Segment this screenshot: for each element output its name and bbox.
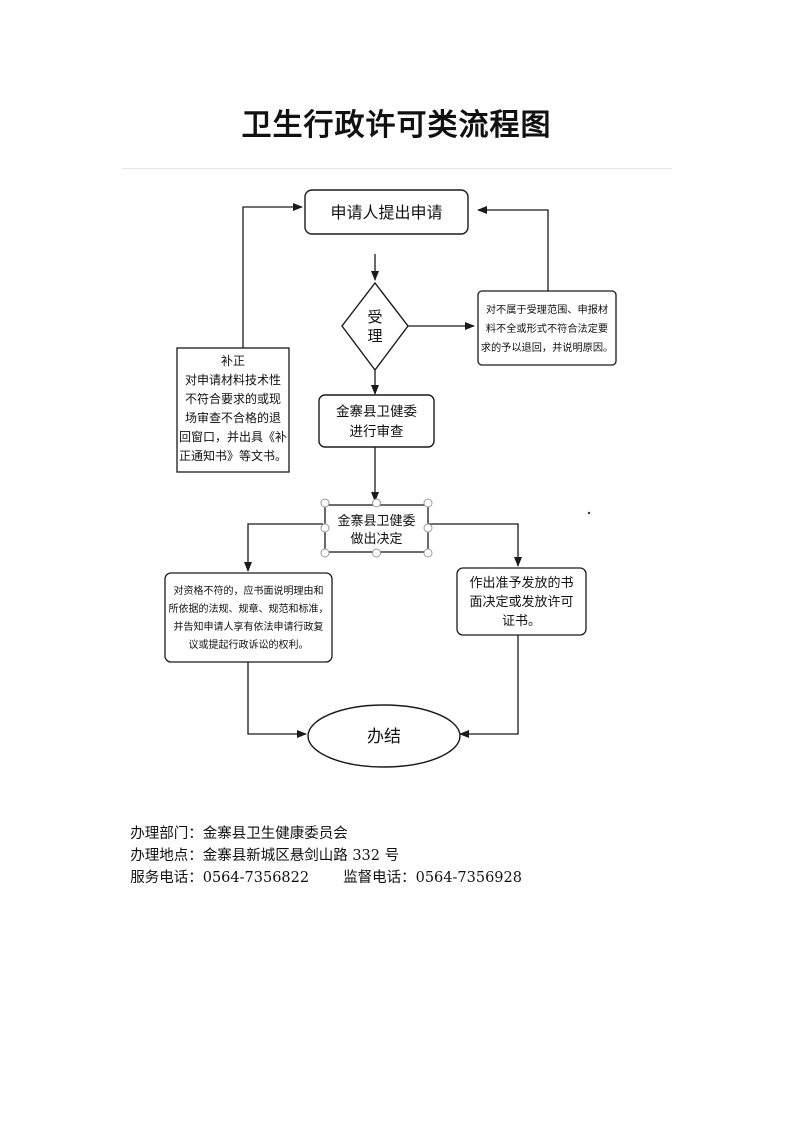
footer-dept-label: 办理部门：: [130, 826, 203, 842]
node-deny: [164, 572, 333, 663]
title-divider: [122, 168, 672, 169]
connector-reject-to-apply: [477, 206, 549, 291]
node-correction: [176, 347, 290, 473]
footer-supervise-label: 监督电话：: [343, 870, 416, 886]
node-apply: [304, 189, 469, 235]
connector-decision-to-deny: [244, 523, 323, 572]
node-review: [318, 394, 435, 448]
footer-dept: 办理部门：金寨县卫生健康委员会: [121, 801, 348, 842]
footer-service-label: 服务电话：: [130, 870, 203, 886]
node-apply-label: 申请人提出申请: [330, 203, 442, 222]
footer-service-value: 0564-7356822: [202, 870, 310, 886]
footer-dept-value: 金寨县卫生健康委员会: [202, 826, 348, 842]
node-deny-line-1: 对资格不符的，应书面说明理由和: [174, 584, 324, 597]
node-grant-line-1: 作出准予发放的书: [469, 575, 573, 591]
node-accept: [341, 281, 409, 372]
footer-address: 办理地点：金寨县新城区悬剑山路 332 号: [121, 823, 399, 864]
footer-phones: 服务电话：0564-7356822 监督电话：0564-7356928: [121, 845, 522, 886]
page-title: 卫生行政许可类流程图: [241, 108, 552, 143]
node-correction-line-4: 场审查不合格的退: [185, 410, 281, 425]
connector-deny-to-done: [247, 662, 307, 738]
node-reject-line-1: 对不属于受理范围、申报材: [486, 303, 608, 316]
selection-handle: [372, 548, 381, 558]
selection-handle: [372, 498, 381, 508]
node-correction-line-1: 补正: [221, 354, 245, 368]
node-reject-line-2: 料不全或形式不符合法定要: [486, 322, 608, 335]
node-decision: [324, 504, 429, 553]
node-correction-line-3: 不符合要求的或现: [185, 391, 281, 406]
node-done: [307, 704, 461, 768]
node-review-line-2: 进行审查: [350, 424, 404, 440]
selection-handles: [320, 498, 433, 558]
node-decision-line-1: 金寨县卫健委: [337, 513, 415, 529]
footer-address-label: 办理地点：: [130, 848, 203, 864]
node-deny-line-2: 所依据的法规、规章、规范和标准，: [169, 602, 329, 615]
node-reject-line-3: 求的予以退回，并说明原因。: [481, 341, 613, 354]
node-accept-label-line-1: 受: [367, 308, 382, 326]
selection-handle: [423, 523, 433, 533]
node-correction-line-5: 回窗口，并出具《补: [179, 430, 287, 444]
flowchart: 申请人提出申请 受 理 对不属于受理范围、申报材 料不全或形式不符合法定要 求的…: [164, 189, 617, 768]
selection-handle: [320, 548, 330, 558]
selection-handle: [320, 498, 330, 508]
node-grant: [456, 567, 587, 636]
node-correction-line-2: 对申请材料技术性: [185, 373, 281, 387]
connectors: [242, 203, 549, 738]
node-deny-line-4: 议或提起行政诉讼的权利。: [189, 638, 309, 651]
connector-grant-to-done: [459, 635, 519, 738]
selection-handle: [320, 523, 330, 533]
node-review-line-1: 金寨县卫健委: [336, 403, 417, 420]
connector-decision-to-grant: [428, 523, 522, 567]
node-correction-line-6: 正通知书》等文书。: [179, 448, 287, 463]
node-done-label: 办结: [367, 727, 401, 747]
node-grant-line-2: 面决定或发放许可: [469, 594, 573, 610]
node-reject: [477, 290, 617, 366]
node-accept-label-line-2: 理: [367, 327, 382, 345]
footer-supervise-value: 0564-7356928: [415, 870, 522, 886]
footer-address-value: 金寨县新城区悬剑山路 332 号: [202, 848, 400, 864]
stray-dot: [587, 511, 591, 515]
node-deny-line-3: 并告知申请人享有依法申请行政复: [174, 620, 324, 633]
selection-handle: [423, 548, 433, 558]
connector-correction-to-apply: [242, 203, 303, 348]
node-decision-line-2: 做出决定: [350, 532, 402, 547]
selection-handle: [423, 498, 433, 508]
node-grant-line-3: 证书。: [502, 614, 541, 629]
